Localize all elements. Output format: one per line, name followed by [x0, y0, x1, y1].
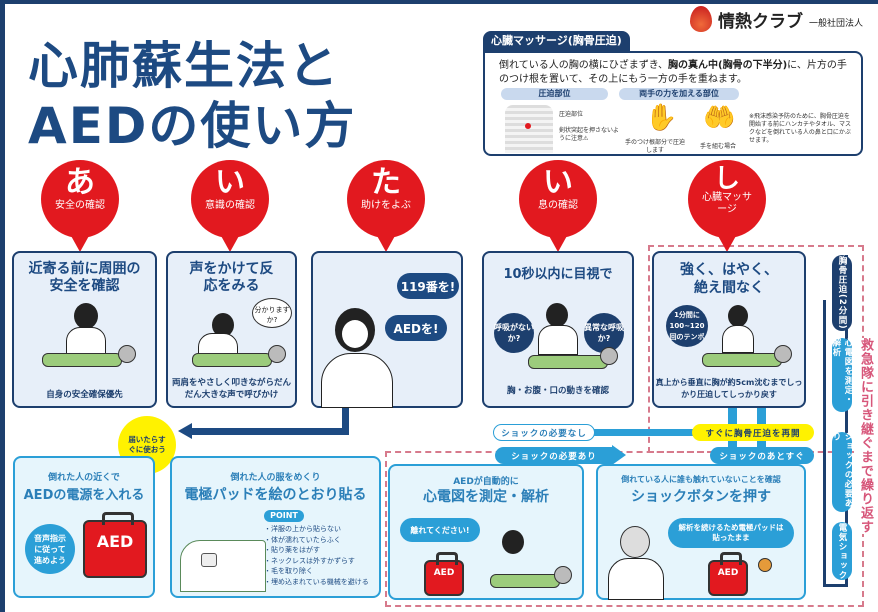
- bubble-no-breath: 呼吸がないか?: [494, 313, 534, 353]
- cycle-cpr: 胸骨圧迫(2分間): [832, 255, 852, 331]
- no-shock-line: [590, 429, 700, 436]
- speech-bubble: 分かりますか?: [252, 298, 292, 328]
- flow-arrow-left: [190, 428, 349, 435]
- repeat-until-ems: 救急隊に引き継ぐまで繰り返す: [856, 338, 875, 534]
- cycle-line-right: [845, 255, 848, 587]
- logo-sub: 一般社団法人: [809, 18, 864, 29]
- note-infection: ※飛沫感染予防のために、胸骨圧迫を開始する前にハンカチやタオル、マスクなどを倒れ…: [749, 113, 852, 144]
- top-frame: [0, 0, 878, 4]
- cycle-electric-shock: 電気ショック: [832, 522, 852, 580]
- page-title-line2: AEDの使い方: [28, 97, 357, 155]
- aed-pads-card: 倒れた人の服をめくり 電極パッドを絵のとおり貼る POINT ・洋服の上から貼ら…: [170, 456, 381, 598]
- step-ta-badge: た助けをよぶ: [347, 160, 425, 252]
- shock-button-icon: [758, 558, 772, 572]
- aed-shock-card: 倒れている人に誰も触れていないことを確認 ショックボタンを押す 解析を続けるため…: [596, 464, 806, 600]
- after-shock-pill: ショックのあとすぐ: [710, 447, 814, 464]
- logo: 情熱クラブ 一般社団法人: [690, 6, 863, 32]
- cycle-line-bottom: [823, 584, 848, 587]
- aed-box-icon: AED: [424, 552, 464, 596]
- label-hands: 両手の力を加える部位: [619, 88, 739, 100]
- arrow-head-icon: [178, 423, 192, 439]
- step-breathing-card: 10秒以内に目視で 呼吸がないか? 異常な呼吸か? 胸・お腹・口の動きを確認: [482, 251, 634, 408]
- step-cpr-card: 強く、はやく、 絶え間なく 1分間に100~120回のテンポ 真上から垂直に胸が…: [652, 251, 806, 408]
- massage-text: 倒れている人の胸の横にひざまずき、胸の真ん中(胸骨の下半分)に、片方の手のつけ根…: [499, 60, 847, 85]
- aed-box-icon: AED: [83, 512, 147, 578]
- cycle-line-left: [823, 300, 826, 587]
- aed-analyze-card: AEDが自動的に 心電図を測定・解析 離れてください! AED: [388, 464, 584, 600]
- keep-pads-bubble: 解析を続けるため電極パッドは貼ったまま: [668, 518, 794, 548]
- left-frame: [0, 0, 5, 612]
- aed-power-card: 倒れた人の近くで AEDの電源を入れる 音声指示に従って進めよう AED: [13, 456, 155, 598]
- logo-name: 情熱クラブ: [718, 11, 803, 32]
- point-label: POINT: [264, 510, 304, 522]
- shock-needed-pill: ショックの必要あり: [495, 447, 613, 464]
- speech-aed: AEDを!: [385, 315, 447, 341]
- no-shock-pill: ショックの必要なし: [493, 424, 595, 441]
- massage-panel: 倒れている人の胸の横にひざまずき、胸の真ん中(胸骨の下半分)に、片方の手のつけ根…: [483, 51, 863, 156]
- ribcage-icon: [505, 105, 553, 153]
- hand-icon: ✋: [645, 103, 678, 133]
- step-safety-card: 近寄る前に周囲の安全を確認 自身の安全確保優先: [12, 251, 157, 408]
- clasped-hands-icon: 🤲: [703, 103, 736, 133]
- pad-illustration: [180, 540, 266, 592]
- step-call-help-card: 119番を! AEDを!: [311, 251, 463, 408]
- stand-clear-bubble: 離れてください!: [400, 518, 480, 542]
- aed-box-icon: AED: [708, 552, 748, 596]
- cycle-shock-needed: ショックの必要あり: [831, 432, 853, 512]
- bubble-tempo: 1分間に100~120回のテンポ: [666, 305, 708, 347]
- step-shi-badge: し心臓マッサージ: [688, 160, 766, 252]
- massage-tab: 心臓マッサージ(胸骨圧迫): [483, 31, 630, 51]
- note-hand2: 手を組む場合: [699, 143, 736, 150]
- voice-guide-bubble: 音声指示に従って進めよう: [25, 524, 75, 574]
- arrow-right-icon: [612, 445, 626, 465]
- cycle-analyze: 心電図を測定・解析: [831, 338, 853, 412]
- resume-cpr-pill: すぐに胸骨圧迫を再開: [692, 424, 814, 441]
- speech-119: 119番を!: [397, 273, 459, 299]
- page-title-line1: 心肺蘇生法と: [28, 37, 340, 95]
- step-i2-badge: い息の確認: [519, 160, 597, 252]
- point-list: ・洋服の上から貼らない・体が濡れていたらふく・貼り薬をはがす・ネックレスは外すか…: [264, 525, 369, 586]
- label-position: 圧迫部位: [501, 88, 608, 100]
- step-i-badge: い意識の確認: [191, 160, 269, 252]
- flow-arrow-down: [342, 408, 349, 435]
- bubble-abnormal-breath: 異常な呼吸か?: [584, 313, 624, 353]
- step-a-badge: あ安全の確認: [41, 160, 119, 252]
- step-consciousness-card: 声をかけて反応をみる 分かりますか? 両肩をやさしく叩きながらだんだん大きな声で…: [166, 251, 297, 408]
- note-xiphoid: 剣状突起を押さないように注意⚠: [559, 127, 619, 142]
- flame-icon: [690, 6, 712, 32]
- note-hand1: 手のつけ根部分で圧迫します: [625, 139, 686, 154]
- note-position: 圧迫部位: [559, 111, 584, 118]
